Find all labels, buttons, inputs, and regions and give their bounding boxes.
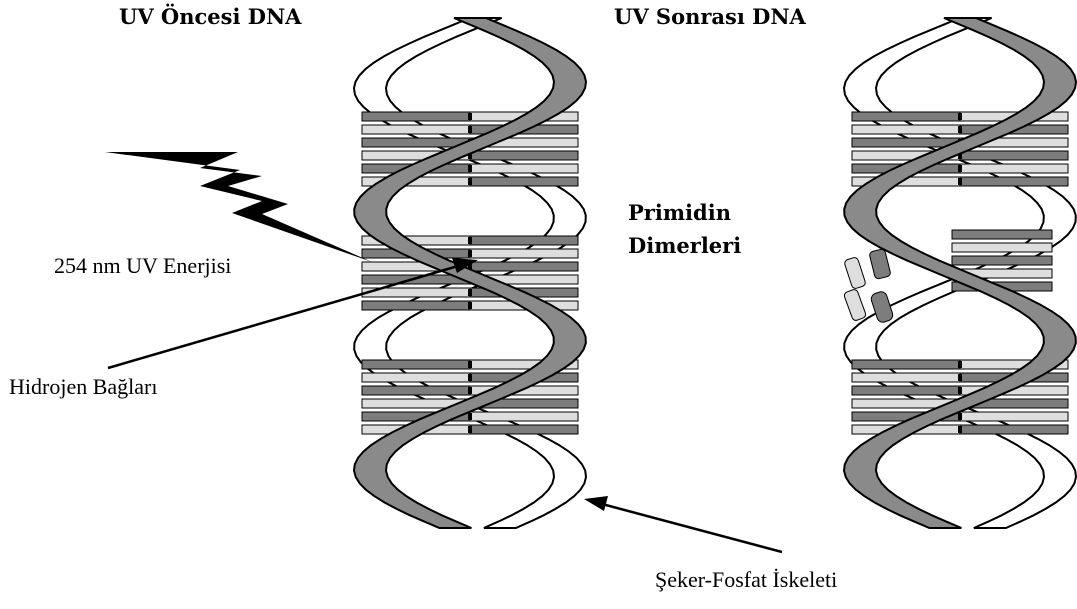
top-base-left [362, 138, 470, 147]
top-base-left [852, 138, 960, 147]
pyrimidine-dimer-base [843, 289, 866, 322]
bottom-hydrogen-bond [468, 426, 472, 433]
unpaired-base [952, 256, 1052, 265]
top-hydrogen-bond [958, 165, 962, 172]
bottom-base-right [470, 412, 578, 421]
dna-after-uv [843, 18, 1076, 528]
bottom-hydrogen-bond [958, 387, 962, 394]
top-base-right [470, 164, 578, 173]
after-uv-title: UV Sonrası DNA [614, 4, 806, 29]
top-hydrogen-bond [958, 178, 962, 185]
bottom-hydrogen-bond [468, 374, 472, 381]
top-base-right [470, 151, 578, 160]
dna-before-uv [354, 18, 586, 528]
mid-hydrogen-bond [468, 302, 472, 309]
top-hydrogen-bond [958, 113, 962, 120]
top-base-left [362, 125, 470, 134]
top-base-right [960, 177, 1068, 186]
mid-base-left [362, 301, 470, 310]
bottom-base-left [362, 373, 470, 382]
bottom-base-right [470, 425, 578, 434]
bottom-hydrogen-bond [958, 413, 962, 420]
bottom-hydrogen-bond [958, 426, 962, 433]
top-base-left [362, 112, 470, 121]
hydrogen-bonds-label: Hidrojen Bağları [9, 374, 157, 400]
top-hydrogen-bond [958, 126, 962, 133]
pyrimidine-dimers-label-line2: Dimerleri [628, 233, 741, 258]
backbone-label: Şeker-Fosfat İskeleti [655, 567, 837, 593]
uv-lightning-icon [105, 152, 372, 262]
bottom-hydrogen-bond [958, 374, 962, 381]
bottom-base-right [960, 425, 1068, 434]
mid-base-right [470, 262, 578, 271]
top-base-left [852, 125, 960, 134]
uv-energy-label: 254 nm UV Enerjisi [54, 253, 231, 279]
bottom-hydrogen-bond [958, 361, 962, 368]
bottom-base-left [852, 386, 960, 395]
top-base-right [960, 164, 1068, 173]
top-hydrogen-bond [468, 113, 472, 120]
before-uv-title: UV Öncesi DNA [119, 4, 301, 29]
mid-base-right [470, 236, 578, 245]
backbone-arrow [584, 496, 782, 552]
mid-base-right [470, 249, 578, 258]
bottom-base-left [362, 360, 470, 369]
pyrimidine-dimer-base [844, 257, 867, 290]
unpaired-base [952, 230, 1052, 239]
top-base-right [960, 151, 1068, 160]
mid-hydrogen-bond [468, 289, 472, 296]
pyrimidine-dimer-base [869, 248, 891, 279]
top-hydrogen-bond [468, 126, 472, 133]
bottom-base-left [362, 386, 470, 395]
pyrimidine-dimers-label-line1: Primidin [628, 200, 731, 225]
bottom-hydrogen-bond [468, 413, 472, 420]
top-base-left [852, 112, 960, 121]
unpaired-base [952, 243, 1052, 252]
mid-hydrogen-bond [468, 250, 472, 257]
bottom-base-left [852, 373, 960, 382]
mid-hydrogen-bond [468, 237, 472, 244]
top-hydrogen-bond [468, 178, 472, 185]
bottom-hydrogen-bond [468, 387, 472, 394]
bottom-base-right [960, 412, 1068, 421]
bottom-hydrogen-bond [468, 361, 472, 368]
top-base-right [470, 177, 578, 186]
top-hydrogen-bond [468, 165, 472, 172]
bottom-base-left [852, 360, 960, 369]
